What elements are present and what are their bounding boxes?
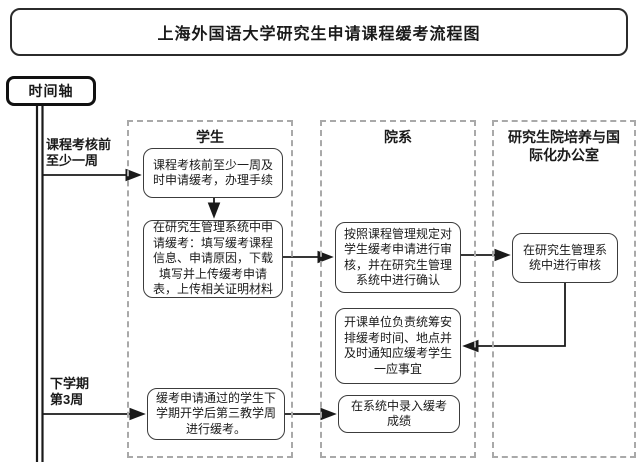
node-office-review: 在研究生管理系统中进行审核: [512, 233, 618, 283]
timeline-axis: [35, 100, 44, 462]
milestone-label-before-exam: 课程考核前至少一周: [46, 137, 112, 168]
node-dept-review: 按照课程管理规定对学生缓考申请进行审核，并在研究生管理系统中进行确认: [335, 222, 461, 293]
swimlane-office-header: 研究生院培养与国际化办公室: [508, 129, 620, 163]
swimlane-office: 研究生院培养与国际化办公室: [492, 120, 636, 458]
page-title: 上海外国语大学研究生申请课程缓考流程图: [157, 26, 481, 43]
swimlane-student-header: 学生: [196, 129, 224, 145]
swimlane-department: 院系: [320, 120, 476, 458]
node-dept-arrange: 开课单位负责统筹安排缓考时间、地点并及时通知应缓考学生一应事宜: [335, 308, 461, 384]
swimlane-student: 学生: [127, 120, 293, 458]
arrow-office-to-arrange: [462, 283, 566, 353]
page-title-box: 上海外国语大学研究生申请课程缓考流程图: [10, 8, 628, 56]
milestone-label-week3: 下学期第3周: [50, 376, 90, 407]
timeline-label: 时间轴: [28, 83, 74, 99]
swimlane-department-header: 院系: [384, 129, 412, 145]
node-student-apply: 课程考核前至少一周及时申请缓考，办理手续: [143, 148, 283, 198]
node-student-exam: 缓考申请通过的学生下学期开学后第三教学周进行缓考。: [147, 388, 285, 440]
node-dept-score: 在系统中录入缓考成绩: [338, 395, 460, 433]
node-student-system: 在研究生管理系统中申请缓考：填写缓考课程信息、申请原因，下载填写并上传缓考申请表…: [143, 220, 283, 298]
timeline-label-box: 时间轴: [6, 76, 96, 106]
